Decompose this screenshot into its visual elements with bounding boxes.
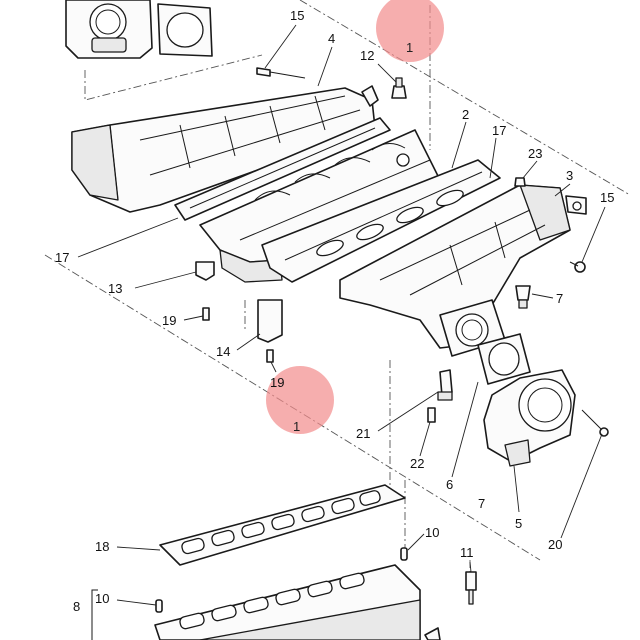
callout-2: 2 [462,107,469,122]
callout-18: 18 [95,539,109,554]
callout-4: 4 [328,31,335,46]
callout-23: 23 [528,146,542,161]
callout-15-top: 15 [290,8,304,23]
plenum-gasket [174,117,391,221]
callout-19-lower: 19 [270,375,284,390]
reference-marker-bottom: 1 [266,366,334,434]
callout-numbers: 15 4 12 2 17 23 3 15 17 13 19 14 19 7 21… [55,8,614,614]
callout-8: 8 [73,599,80,614]
callout-20: 20 [548,537,562,552]
throttle-body-top [65,0,153,59]
callout-5: 5 [515,516,522,531]
throttle-body [483,369,576,467]
callout-13: 13 [108,281,122,296]
callout-17-right: 17 [492,123,506,138]
callout-10-right: 10 [425,525,439,540]
callout-7-upper: 7 [556,291,563,306]
marker-bottom-label: 1 [293,419,300,434]
lower-runner-manifold [154,564,421,640]
callout-21: 21 [356,426,370,441]
callout-19-upper: 19 [162,313,176,328]
fasteners [155,67,609,613]
callout-15-right: 15 [600,190,614,205]
marker-top-label: 1 [406,40,413,55]
throttle-gasket-top [157,3,213,57]
callout-7-lower: 7 [478,496,485,511]
callout-14: 14 [216,344,230,359]
reference-marker-top: 1 [376,0,444,62]
callout-17-left: 17 [55,250,69,265]
head-gasket [159,484,406,566]
callout-10-left: 10 [95,591,109,606]
partial-part-edge [424,627,441,640]
intake-elbow [339,184,587,357]
callout-6: 6 [446,477,453,492]
lower-manifold-gasket [261,159,501,283]
leader-lines [77,24,606,606]
callout-12: 12 [360,48,374,63]
callout-22: 22 [410,456,424,471]
throttle-gasket [477,333,531,385]
callout-11: 11 [460,545,474,560]
upper-intake-plenum [71,85,379,213]
callout-3: 3 [566,168,573,183]
group-bracket [91,589,98,640]
